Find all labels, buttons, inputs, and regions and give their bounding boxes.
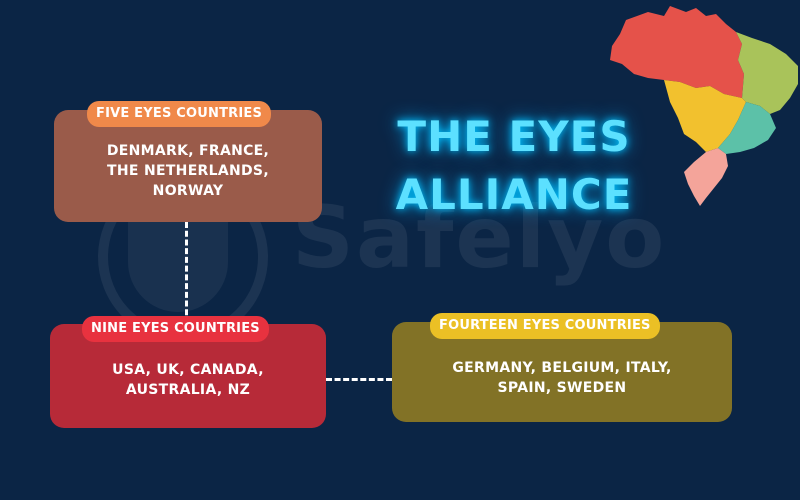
map-region-southeast — [718, 102, 776, 154]
title-line-2: ALLIANCE — [395, 170, 633, 219]
brazil-regions-map-icon — [610, 6, 798, 206]
fourteen-eyes-countries: GERMANY, BELGIUM, ITALY, SPAIN, SWEDEN — [452, 360, 672, 396]
map-region-north — [610, 6, 744, 98]
page-title: THE EYES ALLIANCE — [380, 108, 648, 224]
map-region-center-west — [664, 80, 746, 152]
five-eyes-box: DENMARK, FRANCE, THE NETHERLANDS, NORWAY — [54, 110, 322, 222]
watermark-text: Safelyo — [292, 188, 667, 288]
fourteen-eyes-label: FOURTEEN EYES COUNTRIES — [430, 313, 660, 339]
five-eyes-countries: DENMARK, FRANCE, THE NETHERLANDS, NORWAY — [106, 143, 270, 199]
nine-eyes-label: NINE EYES COUNTRIES — [82, 316, 269, 342]
connector-five-to-nine — [185, 222, 188, 324]
five-eyes-label: FIVE EYES COUNTRIES — [87, 101, 272, 127]
map-region-northeast — [736, 32, 798, 114]
title-line-1: THE EYES — [397, 112, 631, 161]
nine-eyes-countries: USA, UK, CANADA, AUSTRALIA, NZ — [112, 362, 264, 398]
map-region-south — [684, 148, 728, 206]
connector-nine-to-fourteen — [326, 378, 392, 381]
